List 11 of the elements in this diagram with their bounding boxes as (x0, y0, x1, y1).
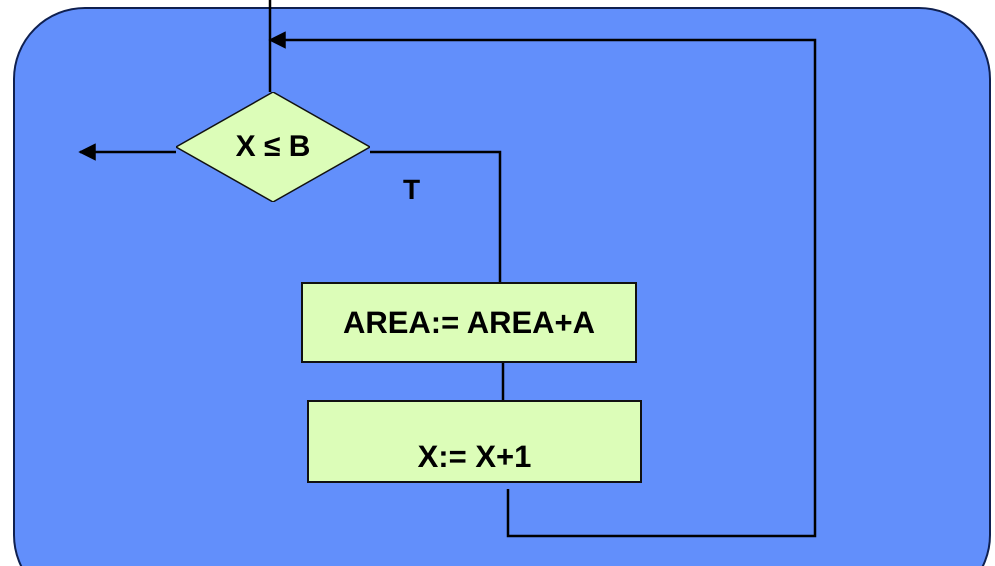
decision-diamond (176, 92, 370, 202)
process-box (307, 400, 642, 483)
statement-text: AREA:= AREA+A (342, 304, 596, 340)
connector-line (502, 363, 504, 400)
condition-text: X ≤ B (236, 130, 310, 164)
arrow (268, 31, 816, 538)
arrow (78, 143, 176, 161)
process-box (301, 282, 637, 363)
statement-text: X:= X+1 (418, 439, 532, 475)
connector-line (370, 150, 502, 282)
connector-line (268, 0, 272, 92)
